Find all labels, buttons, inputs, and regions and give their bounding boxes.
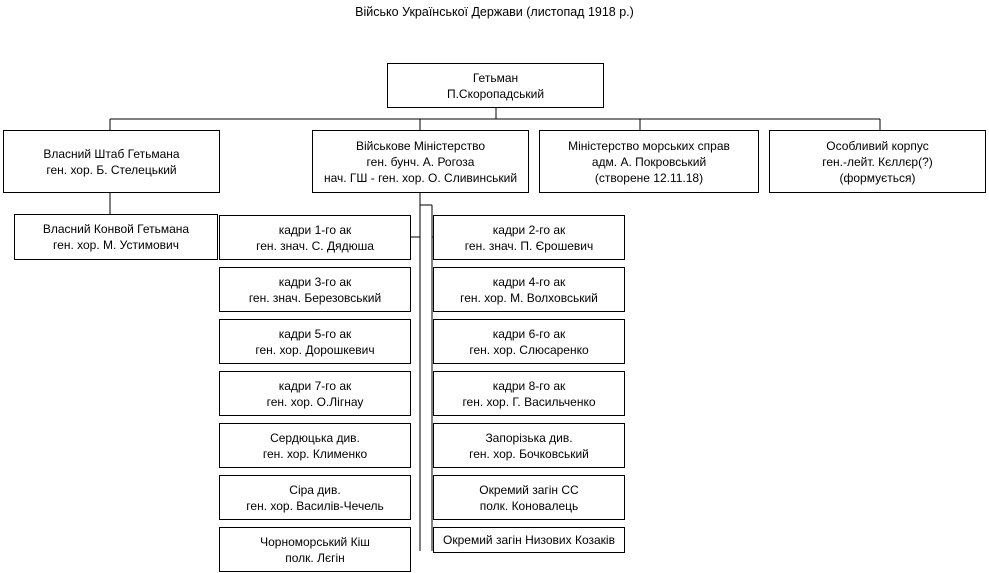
unit-box-4ak: кадри 4-го ак ген. хор. М. Волховський: [433, 267, 625, 312]
unit-commander: полк. Коновалець: [479, 498, 579, 513]
unit-name: кадри 8-го ак: [492, 378, 566, 393]
unit-commander: ген. хор. Василів-Чечель: [246, 498, 384, 513]
konvoi-line-1: Власний Конвой Гетьмана: [42, 222, 190, 236]
staff-line-2: ген. хор. Б. Стелецький: [46, 162, 177, 177]
corps-line-3: (формується): [839, 170, 916, 185]
unit-box-chornomorskyi-kish: Чорноморський Кіш полк. Лєгін: [219, 527, 411, 572]
unit-box-nyzovi-kozaky: Окремий загін Низових Козаків: [433, 527, 625, 553]
unit-name: кадри 6-го ак: [492, 326, 566, 341]
unit-name: Окремий загін СС: [479, 482, 579, 497]
unit-box-zaporizka-div: Запорізька див. ген. хор. Бочковський: [433, 423, 625, 468]
unit-name: Окремий загін Низових Козаків: [443, 533, 615, 547]
unit-commander: ген. хор. О.Лігнау: [266, 394, 364, 409]
unit-name: кадри 1-го ак: [278, 222, 352, 237]
unit-name: Сіра див.: [289, 482, 341, 497]
unit-commander: полк. Лєгін: [285, 550, 345, 565]
unit-name: кадри 7-го ак: [278, 378, 352, 393]
unit-box-3ak: кадри 3-го ак ген. знач. Березовський: [219, 267, 411, 312]
unit-commander: ген. хор. М. Волховський: [460, 290, 598, 305]
unit-commander: ген. хор. Слюсаренко: [469, 342, 589, 357]
unit-name: кадри 5-го ак: [278, 326, 352, 341]
unit-commander: ген. хор. Дорошкевич: [255, 342, 375, 357]
hetman-box: Гетьман П.Скоропадський: [387, 63, 604, 108]
hetman-title: Гетьман: [472, 70, 519, 85]
unit-name: Запорізька див.: [485, 430, 573, 445]
navy-line-2: адм. А. Покровський: [591, 154, 707, 169]
navy-line-3: (створене 12.11.18): [594, 170, 704, 185]
staff-line-1: Власний Штаб Гетьмана: [43, 146, 180, 161]
konvoi-box: Власний Конвой Гетьмана ген. хор. М. Уст…: [14, 214, 218, 260]
corps-line-2: ген.-лейт. Кєллєр(?): [822, 154, 933, 169]
hetman-name: П.Скоропадський: [446, 86, 545, 101]
unit-commander: ген. знач. Березовський: [248, 290, 382, 305]
unit-name: кадри 4-го ак: [492, 274, 566, 289]
ministry-line-3: нач. ГШ - ген. хор. О. Сливинський: [323, 170, 518, 185]
ministry-line-1: Військове Міністерство: [355, 138, 485, 153]
unit-commander: ген. знач. П. Єрошевич: [464, 238, 594, 253]
unit-box-1ak: кадри 1-го ак ген. знач. С. Дядюша: [219, 215, 411, 260]
konvoi-line-2: ген. хор. М. Устимович: [53, 238, 179, 252]
unit-name: кадри 2-го ак: [492, 222, 566, 237]
special-corps-box: Особливий корпус ген.-лейт. Кєллєр(?) (ф…: [769, 130, 986, 193]
unit-commander: ген. хор. Бочковський: [469, 446, 589, 461]
unit-box-sira-div: Сіра див. ген. хор. Василів-Чечель: [219, 475, 411, 520]
unit-box-6ak: кадри 6-го ак ген. хор. Слюсаренко: [433, 319, 625, 364]
unit-box-2ak: кадри 2-го ак ген. знач. П. Єрошевич: [433, 215, 625, 260]
ministry-line-2: ген. бунч. А. Рогоза: [366, 154, 475, 169]
unit-name: кадри 3-го ак: [278, 274, 352, 289]
unit-box-5ak: кадри 5-го ак ген. хор. Дорошкевич: [219, 319, 411, 364]
unit-box-8ak: кадри 8-го ак ген. хор. Г. Васильченко: [433, 371, 625, 416]
unit-commander: ген. знач. С. Дядюша: [256, 238, 374, 253]
unit-commander: ген. хор. Г. Васильченко: [462, 394, 596, 409]
unit-box-okremyi-zahin-ss: Окремий загін СС полк. Коновалець: [433, 475, 625, 520]
unit-box-7ak: кадри 7-го ак ген. хор. О.Лігнау: [219, 371, 411, 416]
unit-box-serdiuk-div: Сердюцька див. ген. хор. Клименко: [219, 423, 411, 468]
corps-line-1: Особливий корпус: [826, 138, 929, 153]
diagram-title: Військо Української Держави (листопад 19…: [355, 5, 634, 19]
navy-line-1: Міністерство морських справ: [568, 138, 730, 153]
navy-ministry-box: Міністерство морських справ адм. А. Покр…: [539, 130, 759, 193]
staff-box: Власний Штаб Гетьмана ген. хор. Б. Стеле…: [3, 130, 220, 193]
unit-name: Чорноморський Кіш: [260, 534, 370, 549]
unit-name: Сердюцька див.: [270, 430, 360, 445]
unit-commander: ген. хор. Клименко: [262, 446, 368, 461]
ministry-box: Військове Міністерство ген. бунч. А. Рог…: [312, 130, 529, 193]
